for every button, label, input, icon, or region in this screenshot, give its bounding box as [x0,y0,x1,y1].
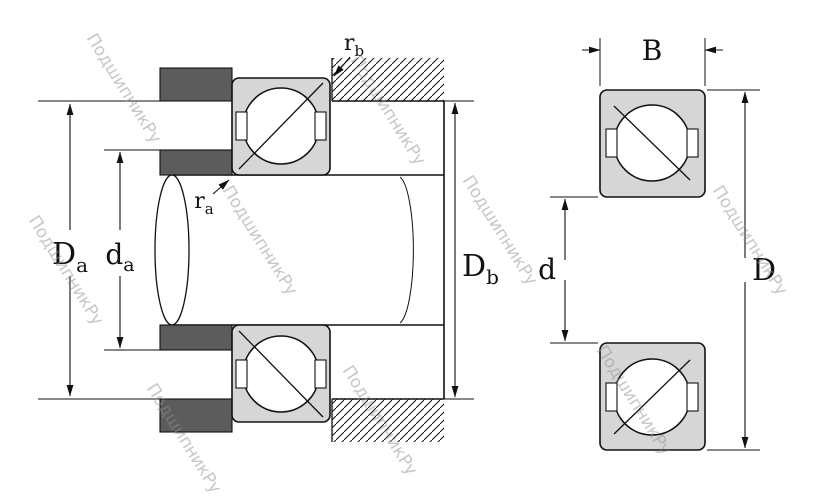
cage-rv-bottom-right [686,382,699,412]
dim-label-d: d [538,253,556,286]
contact-angle-line-bottom [238,330,324,418]
dim-label-B: B [642,34,663,67]
cage-rv-top-right [686,128,699,158]
cage-rv-bottom-left [605,382,618,412]
shaft-spacer-top [159,149,233,176]
fillet-label-ra-sub: a [205,200,214,218]
dim-label-Da: Da [52,237,88,277]
dim-label-Db-main: D [462,249,486,284]
fillet-label-rb-main: r [344,31,355,56]
dim-label-da: da [105,238,134,276]
dim-label-Db: Db [462,249,499,289]
cage-bottom-right [314,359,327,389]
cage-top-right [314,111,327,141]
shaft-spacer-bottom [159,324,233,351]
cage-top-left [235,111,248,141]
leader-line-ra [212,179,230,195]
dim-label-da-main: d [105,238,123,271]
shaft-step-arc [399,176,414,324]
housing-hatch-bottom [332,399,444,442]
fillet-label-ra: ra [194,189,214,218]
housing-hatch-top [332,58,444,101]
left-view: Da da Db rb ra [38,31,499,442]
fillet-label-rb: rb [344,31,364,60]
cage-bottom-left [235,359,248,389]
cage-rv-top-left [605,128,618,158]
right-view: B d D [538,34,776,451]
fillet-label-ra-main: r [194,189,205,214]
leader-line-rb [333,56,351,77]
dim-label-da-sub: a [123,254,134,276]
contact-angle-line-rv-bottom [613,359,691,435]
contact-angle-line-rv-top [613,105,691,181]
dim-label-Da-main: D [52,237,76,272]
housing-spacer-top [159,67,233,102]
fillet-label-rb-sub: b [354,42,364,60]
dim-label-Da-sub: a [76,253,88,277]
contact-angle-line-top [238,82,324,170]
dim-label-D: D [752,253,776,288]
dim-label-Db-sub: b [486,265,499,289]
